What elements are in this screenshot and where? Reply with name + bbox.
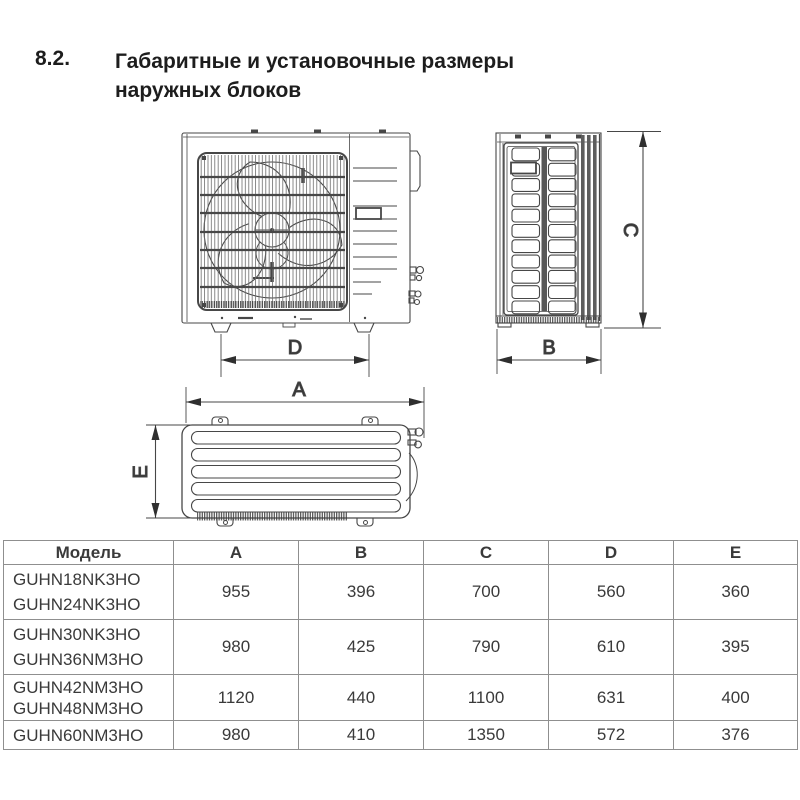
table-row: GUHN30NK3HO GUHN36NM3HO 980 425 790 610 …	[3, 619, 798, 675]
value-cell: 410	[298, 720, 424, 750]
dimension-a: A	[185, 378, 425, 438]
column-header-e: E	[673, 540, 798, 565]
column-header-d: D	[548, 540, 674, 565]
value-cell: 631	[548, 674, 674, 721]
value-cell: 395	[673, 619, 798, 675]
model-cell: GUHN18NK3HO GUHN24NK3HO	[3, 564, 174, 620]
front-view-outdoor-unit	[181, 129, 425, 333]
value-cell: 980	[173, 619, 299, 675]
model-cell: GUHN60NM3HO	[3, 720, 174, 750]
dimensions-table: Модель A B C D E GUHN18NK3HO GUHN24NK3HO…	[3, 540, 798, 750]
pipe-fittings	[405, 427, 424, 502]
value-cell: 980	[173, 720, 299, 750]
dimension-e: E	[129, 424, 198, 519]
column-header-a: A	[173, 540, 299, 565]
column-header-c: C	[423, 540, 549, 565]
table-row: GUHN42NM3HO GUHN48NM3HO 1120 440 1100 63…	[3, 674, 798, 721]
value-cell: 790	[423, 619, 549, 675]
top-view-outdoor-unit	[181, 416, 424, 527]
dimension-d: D	[220, 334, 370, 377]
dimension-b: B	[496, 329, 602, 374]
fan-grille	[197, 152, 348, 311]
nameplate-label	[510, 161, 537, 175]
value-cell: 572	[548, 720, 674, 750]
dim-label-b: B	[542, 337, 555, 359]
value-cell: 440	[298, 674, 424, 721]
side-view-outdoor-unit	[495, 132, 602, 328]
model-cell: GUHN30NK3HO GUHN36NM3HO	[3, 619, 174, 675]
mounting-foot	[353, 322, 375, 333]
column-header-model: Модель	[3, 540, 174, 565]
side-panel-vents	[349, 134, 397, 322]
column-header-b: B	[298, 540, 424, 565]
value-cell: 400	[673, 674, 798, 721]
table-header-row: Модель A B C D E	[3, 540, 798, 565]
model-cell: GUHN42NM3HO GUHN48NM3HO	[3, 674, 174, 721]
table-row: GUHN60NM3HO 980 410 1350 572 376	[3, 720, 798, 750]
section-title-line1: Габаритные и установочные размеры	[115, 50, 515, 73]
value-cell: 610	[548, 619, 674, 675]
dim-label-d: D	[288, 337, 302, 359]
value-cell: 425	[298, 619, 424, 675]
section-title: Габаритные и установочные размеры наружн…	[115, 47, 514, 105]
dim-label-e: E	[130, 465, 152, 478]
nameplate-label	[355, 207, 382, 220]
value-cell: 376	[673, 720, 798, 750]
mounting-foot	[210, 322, 232, 333]
section-number: 8.2.	[35, 47, 71, 70]
table-row: GUHN18NK3HO GUHN24NK3HO 955 396 700 560 …	[3, 564, 798, 620]
value-cell: 1120	[173, 674, 299, 721]
value-cell: 560	[548, 564, 674, 620]
value-cell: 360	[673, 564, 798, 620]
value-cell: 1350	[423, 720, 549, 750]
dimension-c: C	[604, 131, 661, 329]
dimension-drawings: D A	[129, 129, 661, 527]
value-cell: 1100	[423, 674, 549, 721]
dim-label-a: A	[292, 379, 306, 401]
handle-bracket	[410, 150, 421, 192]
louvre-panel	[503, 142, 579, 316]
value-cell: 700	[423, 564, 549, 620]
value-cell: 396	[298, 564, 424, 620]
value-cell: 955	[173, 564, 299, 620]
dim-label-c: C	[619, 223, 641, 237]
service-valves	[408, 265, 425, 306]
section-title-line2: наружных блоков	[115, 79, 302, 102]
